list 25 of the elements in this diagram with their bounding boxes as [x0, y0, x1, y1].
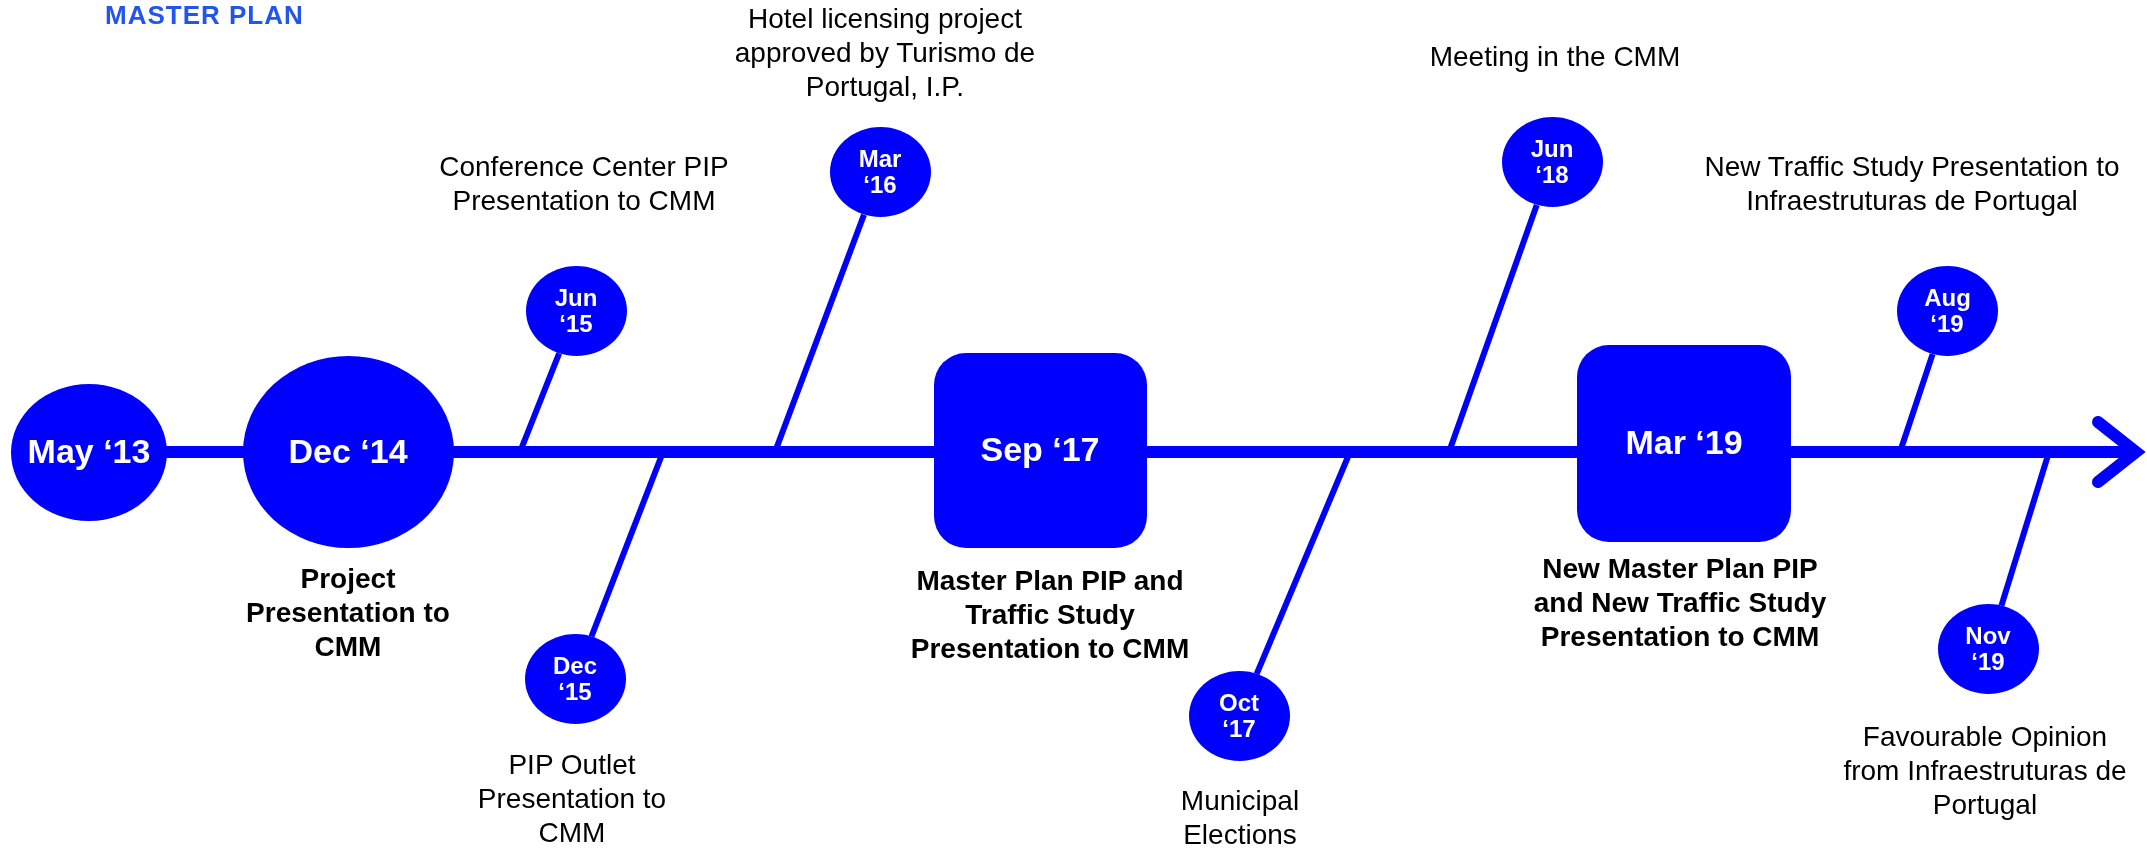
title: MASTER PLAN — [105, 0, 304, 31]
event-description: Project Presentation to CMM — [245, 562, 451, 664]
date-box — [1577, 344, 1791, 542]
date-box — [933, 352, 1147, 548]
date-label: Dec ‘14 — [288, 433, 408, 471]
date-label: Mar ‘16 — [857, 145, 903, 199]
event-description: PIP Outlet Presentation to CMM — [476, 748, 668, 850]
event-description: Conference Center PIP Presentation to CMM — [438, 150, 730, 218]
date-label: Sep ‘17 — [980, 431, 1100, 469]
event-description: Municipal Elections — [1179, 784, 1301, 852]
date-label: Jun ‘15 — [553, 284, 599, 338]
event-description: New Master Plan PIP and New Traffic Study Presentation to CMM — [1532, 552, 1828, 654]
date-label: Jun ‘18 — [1529, 135, 1575, 189]
event-description: Favourable Opinion from Infraestruturas de Portugal — [1842, 720, 2128, 822]
event-description: Master Plan PIP and Traffic Study Presentation to CMM — [909, 564, 1191, 666]
timeline-line — [165, 446, 245, 458]
date-label: Mar ‘19 — [1625, 424, 1743, 462]
event-description: Hotel licensing project approved by Turismo de Portugal, I.P. — [733, 2, 1037, 104]
date-label: Nov ‘19 — [1965, 622, 2011, 676]
date-label: Aug ‘19 — [1924, 284, 1970, 338]
event-description: New Traffic Study Presentation to Infraestruturas de Portugal — [1703, 150, 2121, 218]
event-description: Meeting in the CMM — [1428, 40, 1682, 74]
date-label: Dec ‘15 — [552, 652, 598, 706]
date-label: Oct ‘17 — [1218, 689, 1260, 743]
date-label: May ‘13 — [27, 433, 151, 471]
